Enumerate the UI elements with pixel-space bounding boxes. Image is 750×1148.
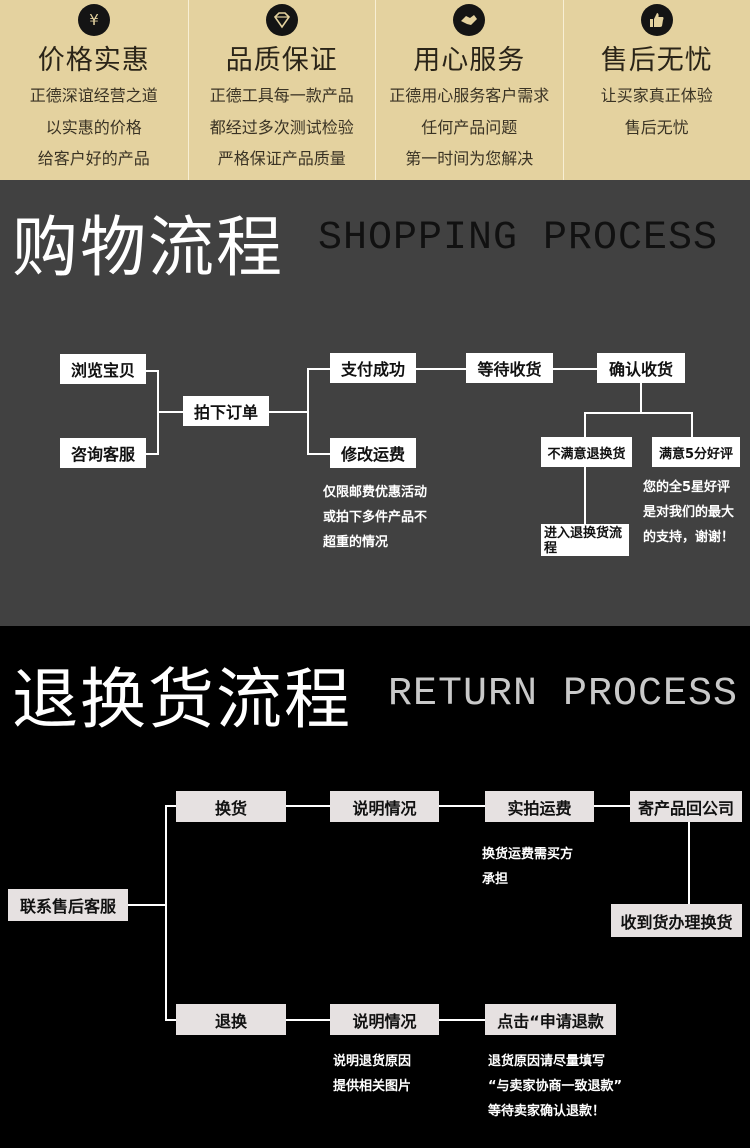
feature-text: 以实惠的价格 [45, 118, 142, 137]
note-line: 仅限邮费优惠活动 [323, 485, 428, 500]
note-line: 提供相关图片 [333, 1079, 412, 1094]
connector-line [584, 466, 586, 526]
feature-text: 让买家真正体验 [600, 86, 713, 105]
return-subtitle: RETURN PROCESS [388, 672, 739, 717]
step-enter-return-process: 进入退换货流程 [541, 524, 629, 556]
note-line: 说明退货原因 [333, 1054, 412, 1069]
connector-line [307, 368, 330, 370]
connector-line [146, 370, 158, 372]
features-bar: ¥ 价格实惠 正德深谊经营之道 以实惠的价格 给客户好的产品 品质保证 正德工具… [0, 0, 750, 180]
step-apply-refund: 点击“申请退款 [485, 1004, 616, 1035]
note-line: 您的全5星好评 [643, 480, 731, 495]
diamond-icon [265, 4, 298, 36]
step-unsatisfied-return: 不满意退换货 [541, 437, 632, 467]
shopping-subtitle: SHOPPING PROCESS [318, 216, 719, 261]
feature-quality: 品质保证 正德工具每一款产品 都经过多次测试检验 严格保证产品质量 [187, 0, 376, 180]
step-payment-success: 支付成功 [330, 353, 416, 383]
return-title: 退换货流程 [12, 661, 352, 738]
step-wait-delivery: 等待收货 [466, 353, 553, 383]
connector-line [165, 1019, 176, 1021]
apply-refund-note: 退货原因请尽量填写 “与卖家协商一致退款” 等待卖家确认退款！ [488, 1049, 622, 1124]
connector-line [307, 368, 309, 455]
refund-reason-note: 说明退货原因 提供相关图片 [333, 1049, 411, 1099]
feature-title: 价格实惠 [37, 45, 150, 76]
handshake-icon [453, 4, 486, 36]
shopping-process-section: 购物流程 SHOPPING PROCESS 浏览宝贝 咨询客服 拍下订单 支付成… [0, 180, 750, 626]
connector-line [584, 412, 692, 414]
feature-title: 用心服务 [413, 45, 526, 76]
connector-line [286, 1019, 330, 1021]
note-line: 超重的情况 [323, 535, 389, 550]
step-place-order: 拍下订单 [183, 396, 269, 426]
connector-line [416, 368, 466, 370]
connector-line [688, 822, 690, 904]
feature-title: 售后无忧 [600, 45, 713, 76]
connector-line [128, 904, 166, 906]
connector-line [269, 411, 308, 413]
feature-text: 给客户好的产品 [37, 149, 150, 168]
connector-line [553, 368, 597, 370]
connector-line [307, 453, 330, 455]
connector-line [165, 805, 167, 1020]
feature-text: 任何产品问题 [421, 118, 518, 137]
connector-line [594, 805, 630, 807]
exchange-fee-note: 换货运费需买方 承担 [482, 842, 573, 892]
note-line: 或拍下多件产品不 [323, 510, 428, 525]
connector-line [691, 412, 693, 438]
step-photo-shipping: 实拍运费 [485, 791, 594, 822]
step-satisfied-review: 满意5分好评 [652, 437, 740, 467]
feature-text: 售后无忧 [624, 118, 689, 137]
note-line: 的支持，谢谢！ [643, 530, 735, 545]
note-line: 承担 [482, 872, 509, 887]
feature-text: 正德工具每一款产品 [209, 86, 354, 105]
connector-line [439, 805, 485, 807]
connector-line [146, 453, 158, 455]
feature-text: 正德深谊经营之道 [29, 86, 158, 105]
connector-line [439, 1019, 485, 1021]
note-line: 等待卖家确认退款！ [488, 1104, 606, 1119]
step-explain-refund: 说明情况 [330, 1004, 439, 1035]
connector-line [165, 805, 176, 807]
step-refund: 退换 [176, 1004, 286, 1035]
modify-shipping-note: 仅限邮费优惠活动 或拍下多件产品不 超重的情况 [323, 480, 427, 555]
feature-title: 品质保证 [225, 45, 338, 76]
feature-text: 正德用心服务客户需求 [389, 86, 550, 105]
step-confirm-receipt: 确认收货 [597, 353, 685, 383]
feature-text: 严格保证产品质量 [217, 149, 346, 168]
connector-line [157, 411, 183, 413]
connector-line [286, 805, 330, 807]
feature-price: ¥ 价格实惠 正德深谊经营之道 以实惠的价格 给客户好的产品 [0, 0, 188, 180]
note-line: 退货原因请尽量填写 [488, 1054, 606, 1069]
feature-text: 第一时间为您解决 [405, 149, 534, 168]
step-send-back: 寄产品回公司 [630, 791, 742, 822]
thumbs-up-icon [640, 4, 673, 36]
yen-icon: ¥ [77, 4, 110, 36]
connector-line [584, 412, 586, 438]
note-line: 是对我们的最大 [643, 505, 735, 520]
step-browse: 浏览宝贝 [60, 354, 146, 384]
feature-text: 都经过多次测试检验 [209, 118, 354, 137]
step-consult: 咨询客服 [60, 438, 146, 468]
note-line: “与卖家协商一致退款” [488, 1079, 623, 1094]
return-process-section: 退换货流程 RETURN PROCESS 联系售后客服 换货 说明情况 实拍运费… [0, 626, 750, 1148]
note-line: 换货运费需买方 [482, 847, 574, 862]
step-exchange: 换货 [176, 791, 286, 822]
step-contact-support: 联系售后客服 [8, 889, 128, 921]
step-receive-exchange: 收到货办理换货 [611, 904, 742, 937]
shopping-title: 购物流程 [12, 209, 284, 286]
step-explain-exchange: 说明情况 [330, 791, 439, 822]
satisfied-review-note: 您的全5星好评 是对我们的最大 的支持，谢谢！ [643, 475, 734, 550]
svg-text:¥: ¥ [89, 11, 99, 29]
feature-service: 用心服务 正德用心服务客户需求 任何产品问题 第一时间为您解决 [375, 0, 563, 180]
step-modify-shipping: 修改运费 [330, 438, 416, 468]
feature-after-sales: 售后无忧 让买家真正体验 售后无忧 [562, 0, 750, 180]
connector-line [640, 380, 642, 413]
